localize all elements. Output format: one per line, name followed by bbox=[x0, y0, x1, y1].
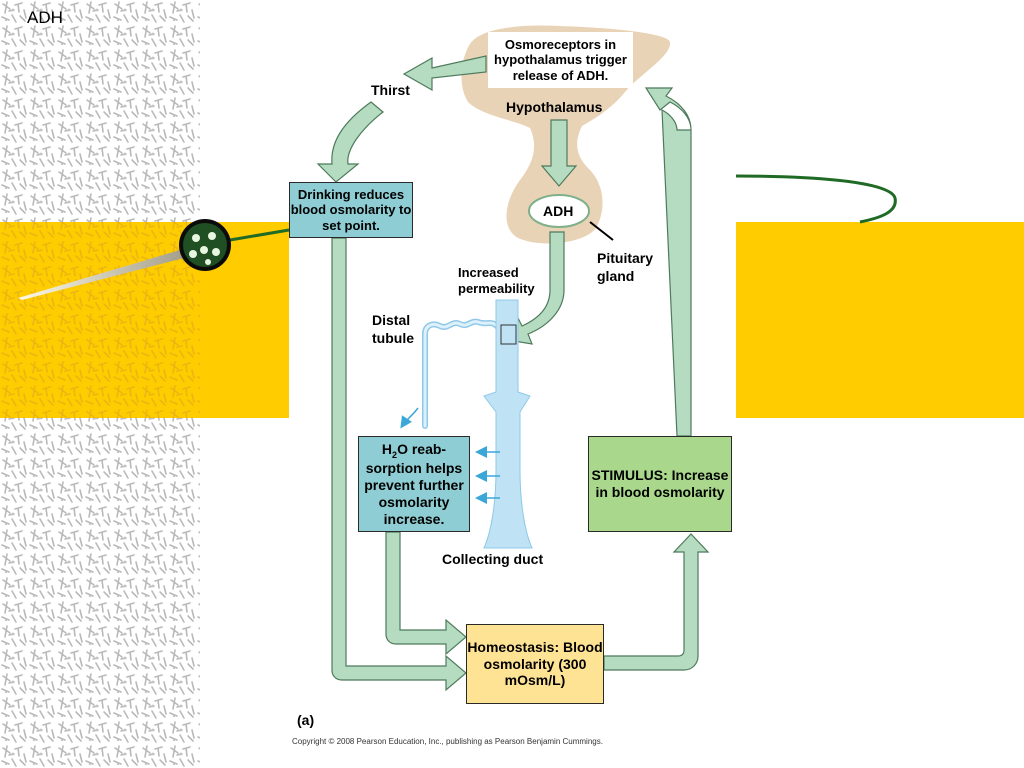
cell-sphere-icon bbox=[179, 219, 231, 271]
pituitary-leader-line bbox=[589, 221, 614, 241]
permeability-focus-box bbox=[500, 324, 517, 345]
arrow-thirst-to-drinking bbox=[316, 101, 384, 183]
increased-line1: Increased bbox=[458, 265, 519, 280]
increased-permeability-label: Increased permeability bbox=[458, 265, 535, 298]
tubule-flow-arrow bbox=[400, 407, 419, 429]
adh-oval bbox=[528, 194, 590, 228]
pituitary-label-line1: Pituitary bbox=[597, 250, 654, 266]
arrow-homeostasis-to-stimulus bbox=[603, 533, 710, 671]
distal-tubule-label: Distal tubule bbox=[372, 312, 414, 347]
h2o-box-text: H2O reab- sorption helps prevent further… bbox=[359, 441, 469, 528]
drinking-box: Drinking reduces blood osmolarity to set… bbox=[289, 182, 413, 238]
arrow-osmoreceptors-to-thirst bbox=[402, 55, 487, 92]
osmoreceptors-text: Osmoreceptors in hypothalamus trigger re… bbox=[494, 36, 627, 83]
homeostasis-text: Homeostasis: Blood osmolarity (300 mOsm/… bbox=[467, 638, 603, 689]
distal-line2: tubule bbox=[372, 329, 414, 346]
pituitary-label-line2: gland bbox=[597, 267, 635, 284]
copyright-text: Copyright © 2008 Pearson Education, Inc.… bbox=[292, 737, 603, 746]
distal-line1: Distal bbox=[372, 312, 411, 328]
h2o-rest: sorption helps prevent further osmolarit… bbox=[364, 460, 464, 527]
pituitary-label: Pituitary gland bbox=[597, 250, 653, 285]
hypothalamus-label: Hypothalamus bbox=[506, 99, 603, 115]
stimulus-box: STIMULUS: Increase in blood osmolarity bbox=[588, 436, 732, 532]
osmoreceptors-box: Osmoreceptors in hypothalamus trigger re… bbox=[488, 32, 633, 88]
slide-title: ADH bbox=[27, 8, 63, 27]
collecting-duct-label: Collecting duct bbox=[442, 551, 544, 567]
increased-line2: permeability bbox=[458, 281, 535, 297]
needle-streak bbox=[18, 250, 184, 300]
arrow-drinking-to-homeostasis bbox=[331, 237, 467, 692]
yellow-band-right bbox=[736, 222, 1024, 418]
arrow-hypothalamus-to-adh bbox=[540, 119, 578, 187]
h2o-first-line: O reab- bbox=[397, 440, 447, 457]
arrow-h2o-to-homeostasis bbox=[385, 531, 467, 656]
panel-label: (a) bbox=[297, 712, 315, 728]
h2o-sub: 2 bbox=[392, 449, 398, 460]
drinking-box-text: Drinking reduces blood osmolarity to set… bbox=[290, 186, 412, 233]
h2o-h: H bbox=[381, 440, 393, 457]
stimulus-text: STIMULUS: Increase in blood osmolarity bbox=[591, 467, 729, 500]
green-deco-line-right bbox=[735, 174, 897, 224]
yellow-band-left-pattern bbox=[0, 222, 200, 418]
collecting-duct bbox=[483, 299, 533, 549]
homeostasis-box: Homeostasis: Blood osmolarity (300 mOsm/… bbox=[466, 624, 604, 704]
green-deco-line-left bbox=[229, 228, 290, 242]
arrow-adh-to-duct bbox=[507, 231, 565, 345]
h2o-reabsorption-box: H2O reab- sorption helps prevent further… bbox=[358, 436, 470, 532]
thirst-label: Thirst bbox=[371, 82, 410, 98]
arrow-stimulus-to-hypothalamus bbox=[644, 87, 692, 437]
distal-tubule-inner bbox=[423, 320, 502, 428]
adh-label: ADH bbox=[543, 203, 574, 219]
